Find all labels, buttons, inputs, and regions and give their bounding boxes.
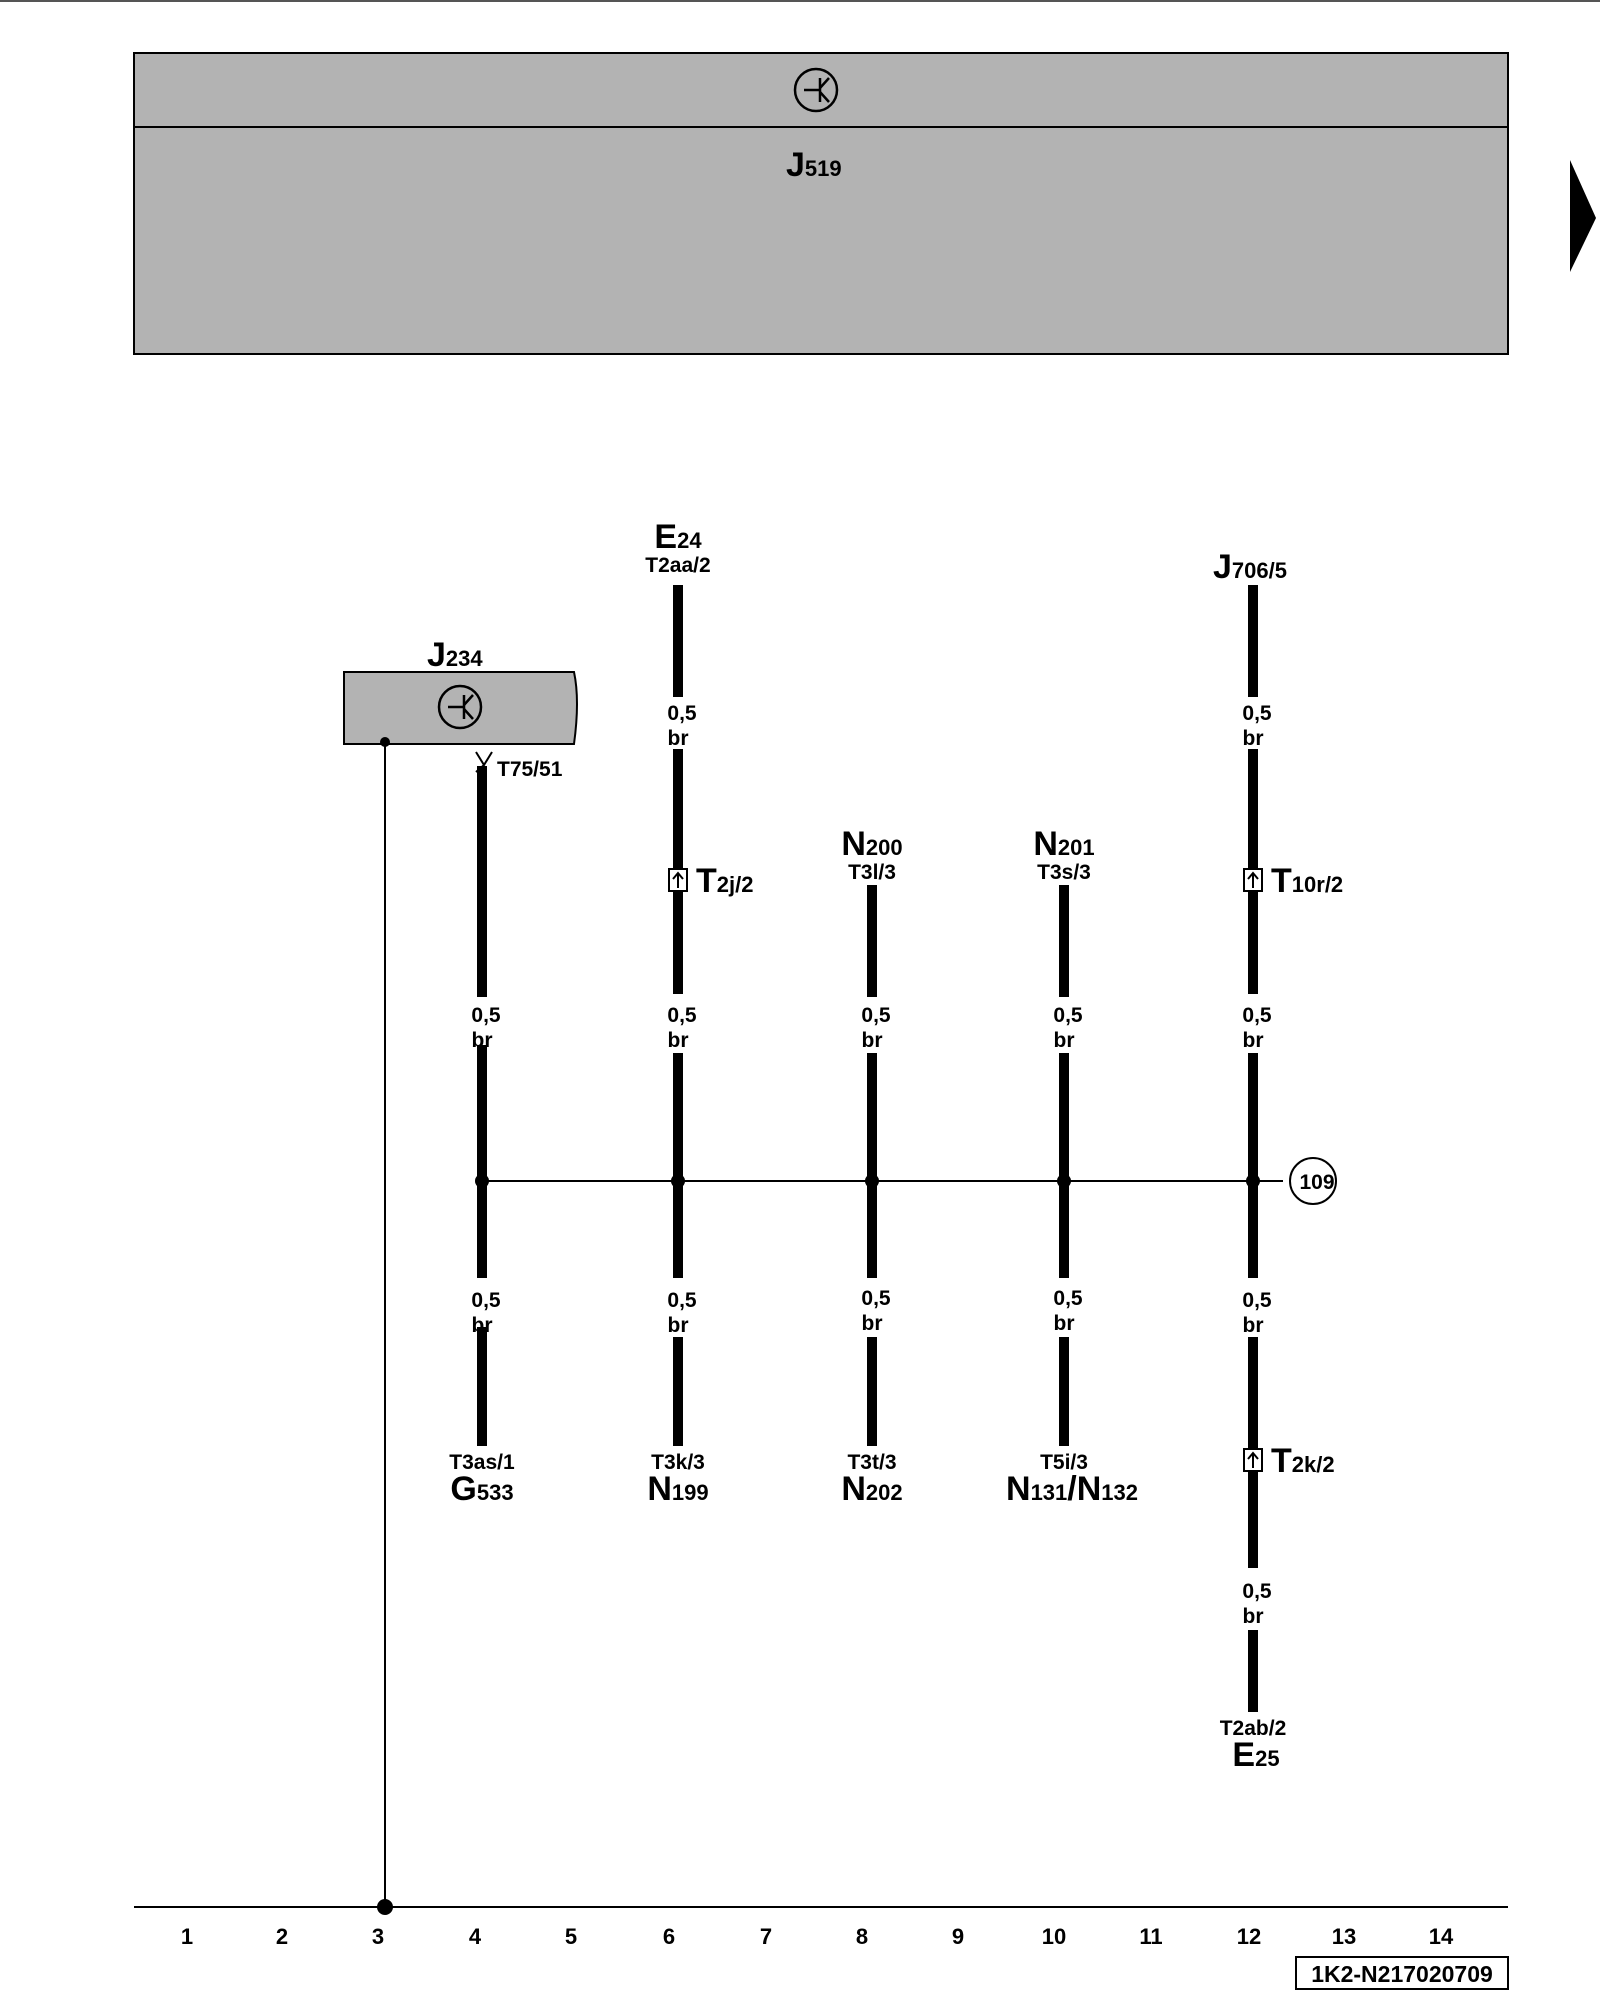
grid-number: 3 [372,1924,384,1949]
grid-number: 12 [1237,1924,1261,1949]
top-terminal: T3s/3 [1037,861,1091,884]
connector-label: T10r/2 [1271,862,1343,900]
wire-size: 0,5 [667,702,697,725]
junction-dot [865,1174,879,1188]
wire-color: br [668,1314,689,1337]
grid-number: 14 [1429,1924,1454,1949]
bottom-terminal: T2ab/2 [1220,1717,1287,1740]
wire-size: 0,5 [471,1289,501,1312]
wire-col-8: N200 T3l/3 0,5 br 0,5 br T3t/3 N202 [841,825,902,1508]
grid-number: 9 [952,1924,964,1949]
top-component: N201 [1033,825,1094,863]
bottom-component: N131/N132 [1006,1470,1138,1508]
j234-terminal-label: T75/51 [497,758,563,781]
module-j519: J519 [133,52,1509,355]
transistor-icon [793,67,839,113]
reference-circle-109[interactable]: 109 [1289,1157,1337,1205]
top-terminal: T3l/3 [848,861,896,884]
wire-size: 0,5 [471,1004,501,1027]
svg-text:109: 109 [1299,1171,1334,1194]
wire-color: br [1243,1314,1264,1337]
grid-number: 6 [663,1924,675,1949]
junction-dot [671,1174,685,1188]
wire-color: br [472,1029,493,1052]
wire-size: 0,5 [1242,702,1272,725]
wire-size: 0,5 [1053,1287,1083,1310]
wire-color: br [1243,1029,1264,1052]
connector-icon [668,868,688,892]
bottom-terminal: T3k/3 [651,1451,705,1474]
wire-color: br [472,1314,493,1337]
wire-size: 0,5 [861,1004,891,1027]
wire-col-12: J706/5 0,5 br T10r/2 0,5 br 0,5 br T2k/2… [1213,548,1343,1774]
wire-color: br [668,1029,689,1052]
grid-number: 8 [856,1924,868,1949]
bottom-terminal: T5i/3 [1040,1451,1088,1474]
top-component: J706/5 [1213,548,1287,586]
bottom-component: N199 [647,1470,708,1508]
diagram-code-box: 1K2-N217020709 [1295,1956,1509,1990]
grid-number: 2 [276,1924,288,1949]
connector-icon [1243,1448,1263,1472]
wire-size: 0,5 [1053,1004,1083,1027]
module-j519-label: J519 [786,146,842,184]
ground-junction-top [380,737,390,747]
wire-size: 0,5 [1242,1004,1272,1027]
wire-size: 0,5 [667,1004,697,1027]
wire-color: br [1243,727,1264,750]
grid-number: 13 [1332,1924,1356,1949]
module-j234: J234 T75/51 [343,636,578,781]
wire-col-6: E24 T2aa/2 0,5 br T2j/2 0,5 br 0,5 br T3… [645,518,753,1508]
bottom-component: N202 [841,1470,902,1508]
connector-label: T2k/2 [1271,1442,1335,1480]
grid-number: 11 [1139,1924,1162,1949]
top-component: N200 [841,825,902,863]
wire-color: br [862,1029,883,1052]
top-component: E24 [654,518,702,556]
bottom-terminal: T3as/1 [449,1451,515,1474]
grid-numbers: 1 2 3 4 5 6 7 8 9 10 11 12 13 14 [181,1924,1454,1949]
wire-size: 0,5 [861,1287,891,1310]
triangle-right-icon[interactable] [1570,160,1596,272]
bottom-component: G533 [450,1470,513,1508]
wire-color: br [862,1312,883,1335]
junction-dot [1057,1174,1071,1188]
grid-number: 5 [565,1924,577,1949]
diagram-code: 1K2-N217020709 [1311,1961,1493,1987]
wire-color: br [1243,1605,1264,1628]
transistor-icon [437,684,483,730]
wire-size: 0,5 [1242,1289,1272,1312]
wire-col-10: N201 T3s/3 0,5 br 0,5 br T5i/3 N131/N132 [1006,825,1138,1508]
bottom-component: E25 [1232,1736,1279,1774]
connector-label: T2j/2 [696,862,753,900]
junction-dot [1246,1174,1260,1188]
grid-number: 1 [181,1924,193,1949]
wire-color: br [1054,1029,1075,1052]
wire-size: 0,5 [667,1289,697,1312]
wire-color: br [668,727,689,750]
grid-number: 4 [469,1924,482,1949]
top-terminal: T2aa/2 [645,554,710,577]
connector-icon [1243,868,1263,892]
wire-col-4: 0,5 br 0,5 br T3as/1 G533 [449,766,515,1508]
grid-number: 7 [760,1924,772,1949]
junction-dot [475,1174,489,1188]
module-j234-label: J234 [427,636,483,674]
bottom-terminal: T3t/3 [847,1451,896,1474]
wire-size: 0,5 [1242,1580,1272,1603]
wire-color: br [1054,1312,1075,1335]
grid-number: 10 [1042,1924,1066,1949]
